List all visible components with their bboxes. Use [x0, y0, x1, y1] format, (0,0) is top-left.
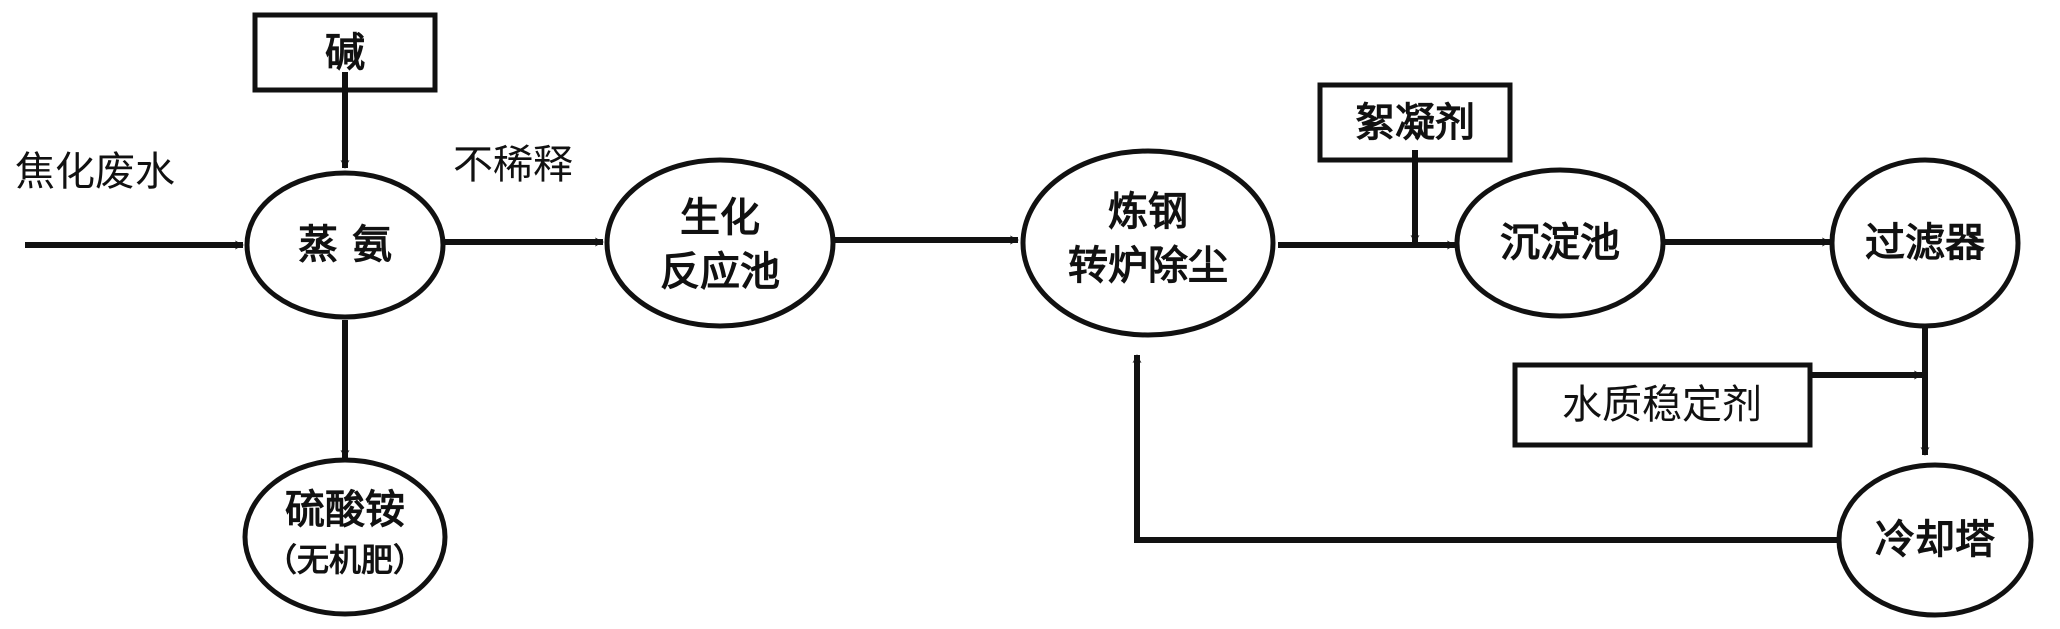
- stabilizer-box: [1512, 362, 1813, 448]
- converter-label-line1: 炼钢: [1108, 189, 1188, 235]
- feed-label: 焦化废水: [15, 149, 175, 195]
- settling-label: 沉淀池: [1500, 220, 1620, 266]
- no-dilution-label: 不稀释: [453, 142, 573, 188]
- ammonia-still-label: 蒸 氨: [298, 222, 392, 268]
- bioreactor-node: [604, 157, 836, 329]
- bioreactor-label-line2: 反应池: [660, 249, 780, 295]
- stabilizer-label: 水质稳定剂: [1562, 382, 1762, 428]
- recycle-arrow: [1132, 354, 1840, 543]
- fertilizer-node: [242, 457, 448, 617]
- ammonia-still-node: [244, 170, 446, 320]
- cooling-node: [1836, 462, 2034, 618]
- settling-node: [1454, 167, 1666, 319]
- flocculant-label: 絮凝剂: [1355, 100, 1475, 146]
- alkali-label: 碱: [325, 30, 365, 76]
- filter-label: 过滤器: [1865, 220, 1986, 266]
- fertilizer-label-line1: 硫酸铵: [285, 487, 405, 533]
- alkali-box: [252, 12, 438, 93]
- flocculant-box: [1317, 82, 1513, 163]
- cooling-label: 冷却塔: [1875, 517, 1996, 563]
- bioreactor-label-line1: 生化: [680, 195, 760, 241]
- converter-node: [1020, 148, 1276, 338]
- fertilizer-label-line2: （无机肥）: [265, 541, 425, 579]
- converter-label-line2: 转炉除尘: [1068, 243, 1228, 289]
- filter-node: [1829, 157, 2021, 329]
